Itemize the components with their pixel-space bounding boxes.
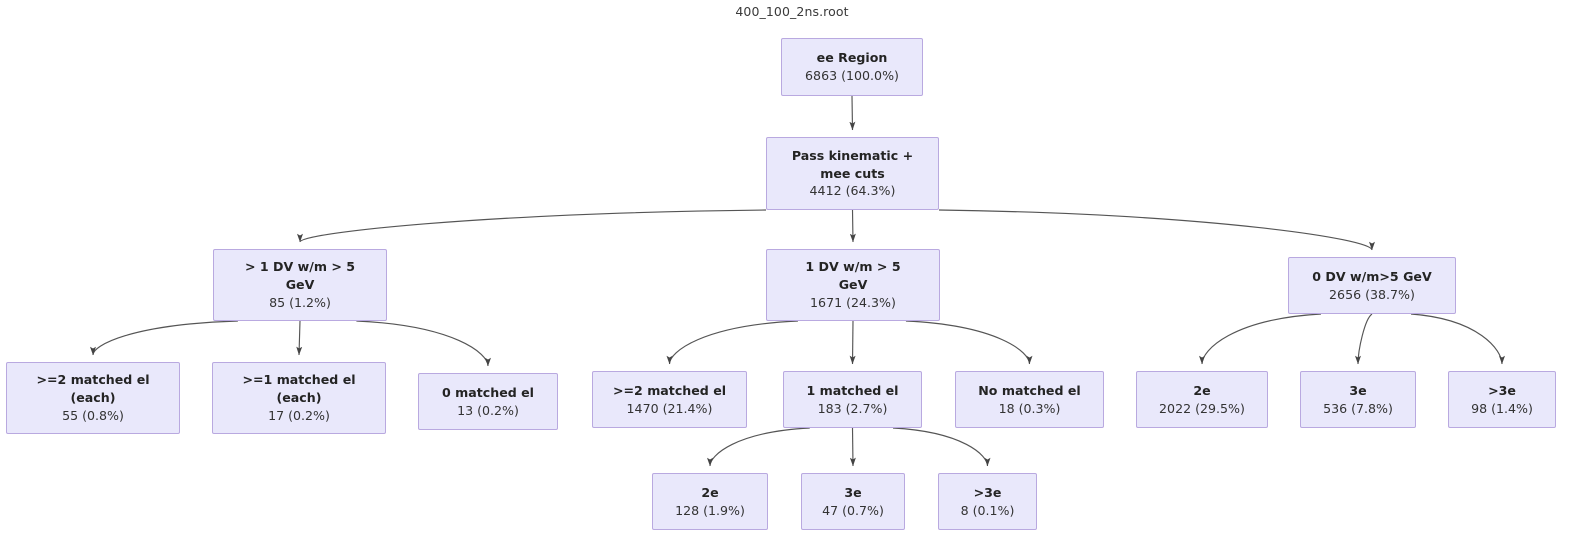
flow-node-m_3e[interactable]: 3e 47 (0.7%)	[801, 473, 905, 530]
flow-node-value: 536 (7.8%)	[1323, 400, 1393, 416]
flow-node-value: 6863 (100.0%)	[805, 68, 899, 83]
flow-edge-dv_eq1-to-e_1	[849, 320, 856, 365]
flow-node-e_1[interactable]: 1 matched el 183 (2.7%)	[783, 371, 922, 428]
flow-node-label: 1 matched el	[806, 382, 899, 398]
flow-node-label: 1 DV w/m > 5	[805, 259, 901, 275]
flow-edge-dv_eq0-to-z_2e	[1199, 313, 1322, 365]
flow-node-label: >3e	[973, 484, 1002, 500]
flow-node-label: (each)	[276, 390, 322, 406]
flow-node-z_2e[interactable]: 2e 2022 (29.5%)	[1136, 371, 1268, 428]
flow-node-value: 1671 (24.3%)	[810, 294, 896, 310]
flow-node-label: >=1 matched el	[242, 372, 356, 388]
flow-node-root[interactable]: ee Region 6863 (100.0%)	[781, 38, 923, 96]
flow-node-g_ge1[interactable]: >=1 matched el (each)17 (0.2%)	[212, 362, 386, 434]
flow-node-label: 0 DV w/m>5 GeV	[1312, 268, 1432, 284]
flow-node-value: 8 (0.1%)	[960, 502, 1015, 518]
flow-node-value: 55 (0.8%)	[62, 407, 124, 423]
flow-node-m_g3e[interactable]: >3e 8 (0.1%)	[938, 473, 1037, 530]
flow-edge-dv_eq1-to-e_ge2	[666, 320, 798, 365]
flow-edge-dv_eq0-to-z_g3e	[1410, 313, 1505, 365]
flow-node-label: >3e	[1488, 382, 1516, 398]
flow-node-value: 2022 (29.5%)	[1159, 400, 1245, 416]
flow-node-value: 128 (1.9%)	[675, 502, 745, 518]
flow-edge-root-to-cuts	[849, 95, 856, 131]
flow-node-label: (each)	[70, 390, 116, 406]
flow-edge-dv_gt1-to-g_ge1	[296, 320, 303, 356]
page-title: 400_100_2ns.root	[735, 4, 849, 19]
flow-node-value: 18 (0.3%)	[998, 400, 1061, 416]
flow-edge-e_1-to-m_2e	[707, 427, 810, 467]
flow-node-value: 17 (0.2%)	[268, 407, 330, 423]
flow-node-e_0[interactable]: No matched el 18 (0.3%)	[955, 371, 1104, 428]
flow-node-value: 98 (1.4%)	[1471, 400, 1533, 416]
flow-node-label: >=2 matched el	[36, 372, 150, 388]
flow-node-label: > 1 DV w/m > 5	[244, 259, 356, 275]
flow-edge-e_1-to-m_g3e	[892, 427, 991, 467]
flow-node-value: 13 (0.2%)	[457, 402, 519, 418]
flow-edge-dv_eq0-to-z_3e	[1355, 313, 1373, 365]
flow-edge-e_1-to-m_3e	[849, 427, 856, 467]
flow-edge-cuts-to-dv_gt1	[297, 209, 767, 243]
flow-node-label: mee cuts	[820, 165, 885, 181]
flow-node-e_ge2[interactable]: >=2 matched el 1470 (21.4%)	[592, 371, 747, 428]
flow-node-value: 4412 (64.3%)	[809, 183, 896, 199]
flow-node-cuts[interactable]: Pass kinematic + mee cuts 4412 (64.3%)	[766, 137, 939, 210]
flow-edge-dv_gt1-to-g_0	[356, 320, 491, 367]
flow-node-label: ee Region	[816, 50, 888, 66]
flow-node-value: 2656 (38.7%)	[1329, 286, 1415, 302]
flow-node-z_3e[interactable]: 3e 536 (7.8%)	[1300, 371, 1416, 428]
flow-node-dv_eq0[interactable]: 0 DV w/m>5 GeV 2656 (38.7%)	[1288, 257, 1456, 314]
flow-node-label: 2e	[701, 484, 719, 500]
flow-node-value: 183 (2.7%)	[817, 400, 888, 416]
flow-node-label: No matched el	[978, 382, 1081, 398]
flow-edge-dv_gt1-to-g_ge2	[90, 320, 238, 356]
flow-node-label: >=2 matched el	[612, 382, 727, 398]
flow-node-m_2e[interactable]: 2e 128 (1.9%)	[652, 473, 768, 530]
flow-node-value: 47 (0.7%)	[822, 502, 884, 518]
flow-node-label: GeV	[838, 277, 868, 293]
flow-node-label: 0 matched el	[441, 384, 535, 400]
flow-node-label: GeV	[285, 277, 315, 293]
flow-node-label: 3e	[1349, 382, 1367, 398]
flow-node-label: 2e	[1193, 382, 1211, 398]
flow-node-value: 1470 (21.4%)	[626, 400, 713, 416]
flow-edge-dv_eq1-to-e_0	[905, 320, 1033, 365]
flow-node-g_ge2[interactable]: >=2 matched el (each)55 (0.8%)	[6, 362, 180, 434]
flow-edge-cuts-to-dv_eq1	[849, 209, 856, 243]
flow-node-g_0[interactable]: 0 matched el 13 (0.2%)	[418, 373, 558, 430]
flow-node-label: 3e	[844, 484, 862, 500]
flow-node-label: Pass kinematic +	[791, 147, 914, 163]
flow-edge-cuts-to-dv_eq0	[938, 209, 1375, 251]
flow-node-value: 85 (1.2%)	[269, 294, 331, 310]
flow-node-z_g3e[interactable]: >3e 98 (1.4%)	[1448, 371, 1556, 428]
